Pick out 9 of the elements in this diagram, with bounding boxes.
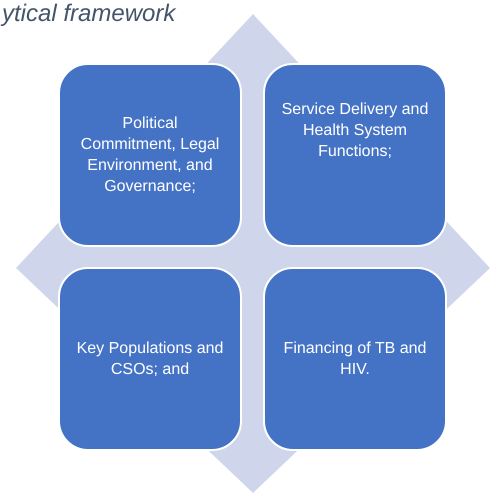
rounded-square xyxy=(58,267,242,451)
rounded-square xyxy=(263,63,447,247)
node-text: Financing of TB and HIV. xyxy=(282,339,428,380)
rounded-square xyxy=(58,63,242,247)
node-text: Service Delivery and Health System Functions; xyxy=(280,100,430,162)
title: ytical framework xyxy=(2,0,176,28)
node-text: Political Commitment, Legal Environment, and Governance; xyxy=(80,114,220,197)
rounded-square xyxy=(263,267,447,451)
node-text: Key Populations and CSOs; and xyxy=(76,339,224,380)
